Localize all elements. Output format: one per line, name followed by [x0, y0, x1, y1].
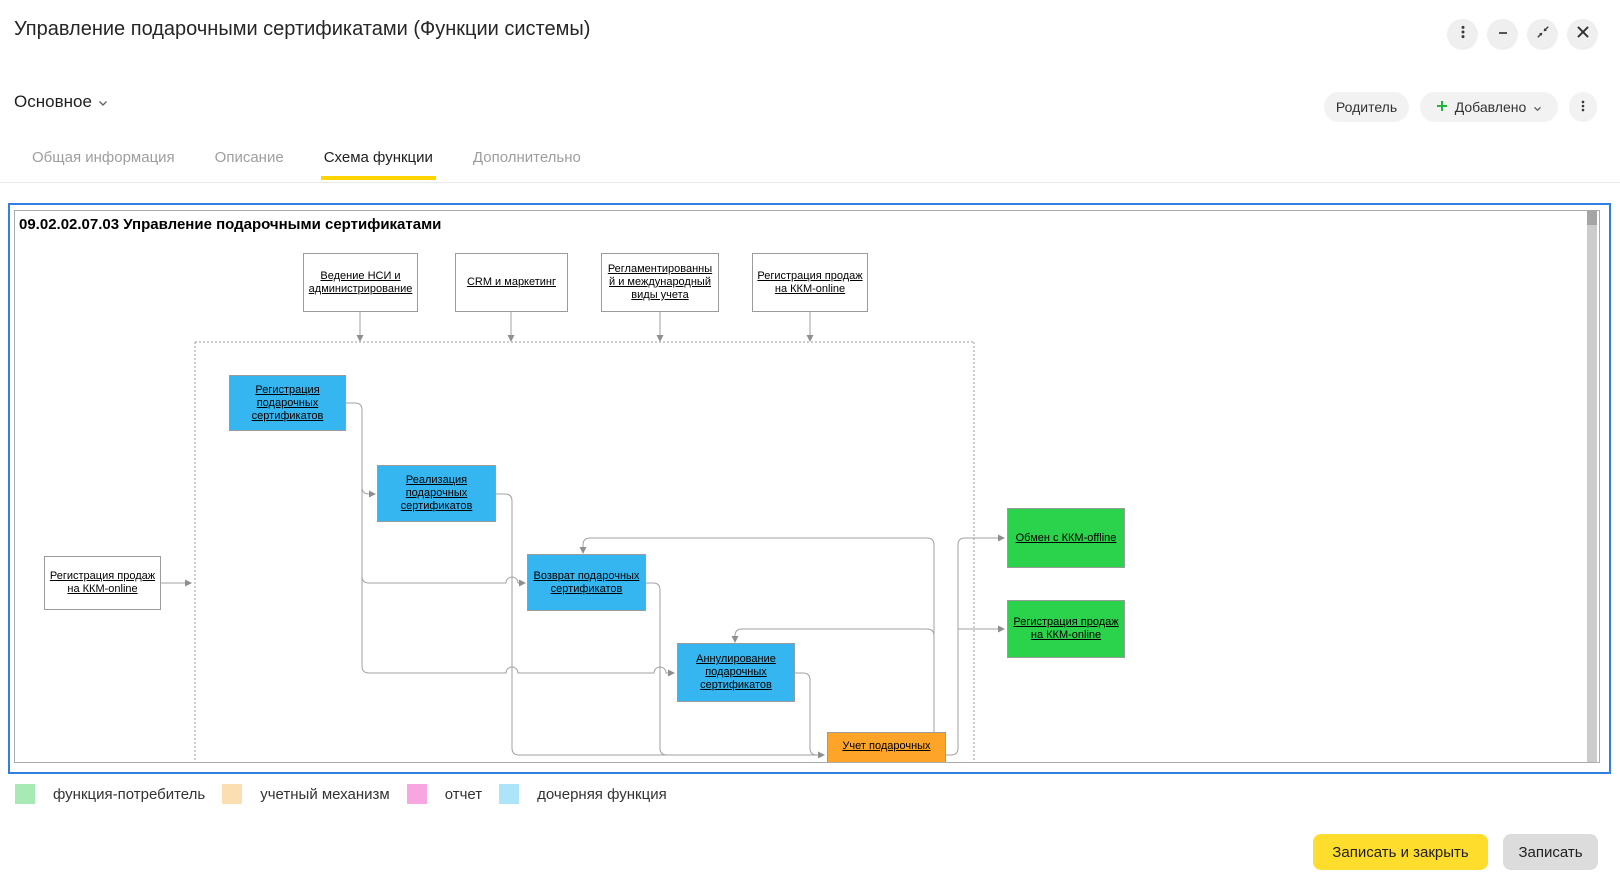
- legend-label-child-function: дочерняя функция: [537, 785, 667, 803]
- more-actions-button[interactable]: [1569, 92, 1597, 122]
- window-menu-button[interactable]: [1447, 19, 1478, 50]
- chevron-down-icon: [98, 92, 108, 112]
- kebab-menu-icon: [1455, 24, 1471, 45]
- scrollbar-thumb[interactable]: [1587, 211, 1597, 225]
- main-section-label: Основное: [14, 92, 92, 111]
- parent-button[interactable]: Родитель: [1324, 92, 1409, 122]
- tabs-divider: [0, 182, 1620, 183]
- window-controls: [1447, 19, 1598, 50]
- legend-label-consumer: функция-потребитель: [53, 785, 206, 803]
- save-and-close-button[interactable]: Записать и закрыть: [1313, 834, 1488, 870]
- kebab-menu-icon: [1576, 99, 1590, 116]
- vertical-scrollbar[interactable]: [1587, 211, 1597, 762]
- parent-button-label: Родитель: [1335, 99, 1398, 115]
- minimize-icon: [1495, 24, 1511, 45]
- legend-swatch-report: [406, 784, 427, 804]
- diagram-node-registracia-sertifikatov[interactable]: Регистрация подарочных сертификатов: [229, 375, 346, 431]
- diagram-node-registracia-prodazh-consumer[interactable]: Регистрация продаж на ККМ-online: [1007, 600, 1125, 658]
- chevron-down-icon: [1533, 99, 1542, 115]
- schema-title: 09.02.02.07.03 Управление подарочными се…: [19, 216, 442, 233]
- diagram-node-registracia-prodazh-left[interactable]: Регистрация продаж на ККМ-online: [44, 556, 161, 610]
- minimize-button[interactable]: [1487, 19, 1518, 50]
- legend-swatch-child-function: [499, 784, 520, 804]
- close-button[interactable]: [1567, 19, 1598, 50]
- legend-swatch-consumer: [15, 784, 35, 804]
- tab-description[interactable]: Описание: [214, 149, 284, 166]
- arrowheads: [185, 335, 1005, 759]
- diagram-node-reglament-uchet[interactable]: Регламентированны й и международный виды…: [601, 253, 719, 312]
- added-button-label: Добавлено: [1454, 99, 1527, 115]
- diagram-node-obmen-kkm-offline[interactable]: Обмен с ККМ-offline: [1007, 508, 1125, 568]
- tab-additional[interactable]: Дополнительно: [472, 149, 581, 166]
- schema-legend: функция-потребитель учетный механизм отч…: [15, 784, 684, 804]
- schema-focus-border: [8, 203, 1611, 774]
- legend-label-report: отчет: [444, 785, 483, 803]
- window-title: Управление подарочными сертификатами (Фу…: [14, 18, 591, 40]
- function-schema-canvas[interactable]: 09.02.02.07.03 Управление подарочными се…: [14, 210, 1600, 763]
- close-icon: [1574, 23, 1592, 46]
- diagram-node-vedenie-nsi[interactable]: Ведение НСИ и администрирование: [303, 253, 418, 312]
- diagram-node-crm-marketing[interactable]: CRM и маркетинг: [455, 253, 568, 312]
- plus-icon: [1436, 99, 1448, 115]
- save-button[interactable]: Записать: [1503, 834, 1598, 870]
- diagram-node-vozvrat-sertifikatov[interactable]: Возврат подарочных сертификатов: [527, 554, 646, 611]
- diagram-node-realizacia-sertifikatov[interactable]: Реализация подарочных сертификатов: [377, 465, 496, 522]
- schema-connectors: [161, 312, 1005, 762]
- legend-label-mechanism: учетный механизм: [260, 785, 390, 803]
- tab-general-info[interactable]: Общая информация: [32, 149, 175, 166]
- legend-swatch-mechanism: [222, 784, 243, 804]
- collapse-window-icon: [1535, 24, 1551, 45]
- tab-function-schema[interactable]: Схема функции: [320, 149, 436, 180]
- diagram-node-registracia-prodazh-top[interactable]: Регистрация продаж на ККМ-online: [752, 253, 868, 312]
- diagram-node-uchet-podarochnyh[interactable]: Учет подарочных: [827, 732, 946, 762]
- group-boundary-dotted-rect: [194, 341, 975, 762]
- added-dropdown-button[interactable]: Добавлено: [1420, 92, 1558, 122]
- diagram-node-annulirovanie-sertifikatov[interactable]: Аннулирование подарочных сертификатов: [677, 643, 795, 702]
- collapse-window-button[interactable]: [1527, 19, 1558, 50]
- main-section-menu[interactable]: Основное: [14, 92, 108, 112]
- tab-bar: Общая информация Описание Схема функции …: [29, 149, 584, 180]
